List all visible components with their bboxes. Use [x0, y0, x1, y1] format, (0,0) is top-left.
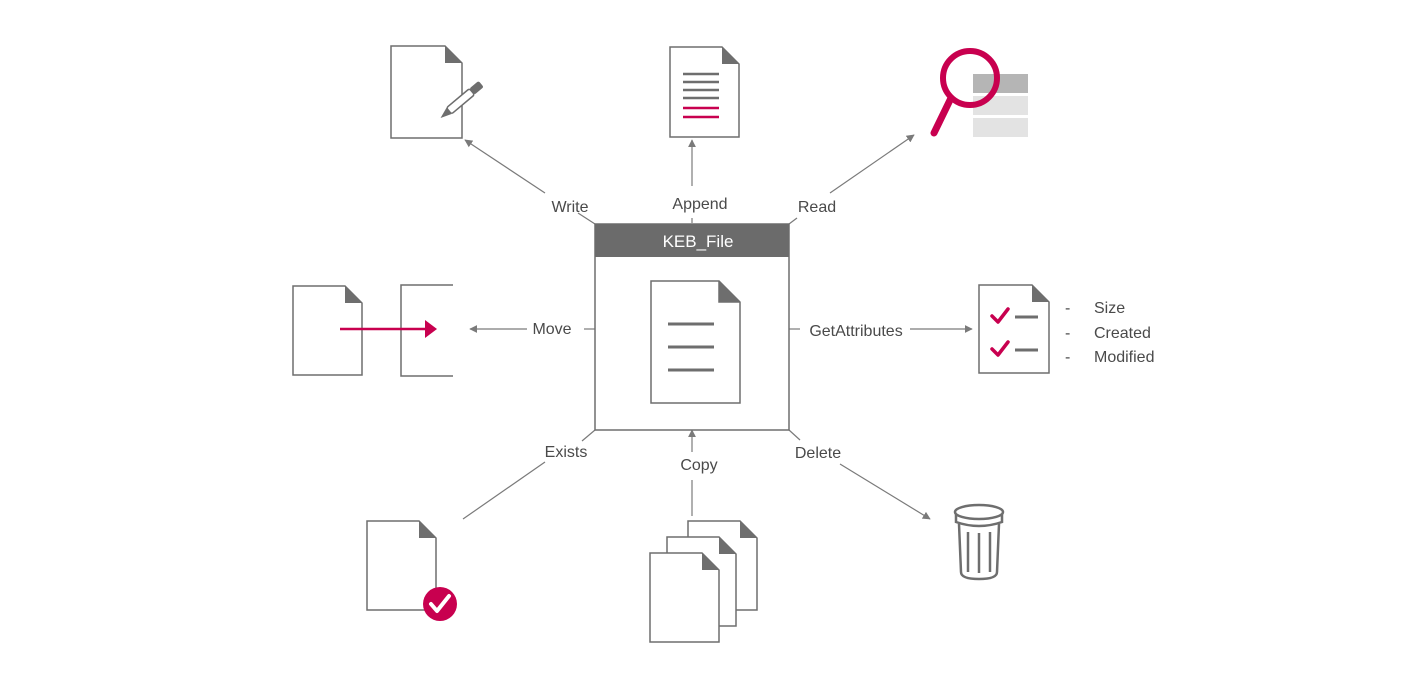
exists-line	[581, 429, 596, 442]
connectors	[462, 134, 973, 520]
attribute-bullet: -	[1065, 349, 1070, 366]
read-arrow-head	[829, 134, 915, 194]
document-stack-icon	[649, 520, 758, 643]
write-arrow-head	[464, 139, 546, 194]
keb-file-box: KEB_File	[594, 223, 790, 431]
delete-arrow	[788, 429, 801, 441]
attribute-item: Modified	[1094, 349, 1154, 366]
delete-arrow-head	[839, 463, 931, 520]
write-arrow	[577, 212, 596, 225]
document-pen-icon	[390, 45, 483, 139]
attribute-bullet: -	[1065, 300, 1070, 317]
document-lines-icon	[650, 280, 741, 404]
getattributes-label: GetAttributes	[809, 323, 902, 340]
attribute-item: Created	[1094, 325, 1151, 342]
magnifier-table-icon	[930, 48, 1028, 137]
attribute-bullet: -	[1065, 325, 1070, 342]
checklist-document-icon	[978, 284, 1050, 374]
exists-label: Exists	[545, 444, 588, 461]
read-arrow	[788, 217, 798, 225]
attribute-item: Size	[1094, 300, 1125, 317]
read-label: Read	[798, 199, 836, 216]
copy-label: Copy	[680, 457, 717, 474]
trash-can-icon	[953, 503, 1005, 581]
append-label: Append	[672, 196, 727, 213]
document-check-icon	[366, 520, 457, 621]
exists-line-lower	[462, 461, 546, 520]
write-label: Write	[551, 199, 588, 216]
keb-file-header	[595, 224, 789, 257]
move-label: Move	[532, 321, 571, 338]
document-append-icon	[669, 46, 740, 138]
keb-file-title: KEB_File	[663, 232, 734, 251]
delete-label: Delete	[795, 445, 841, 462]
attribute-list: - Size - Created - Modified	[1065, 300, 1154, 366]
document-move-icon	[292, 284, 453, 377]
